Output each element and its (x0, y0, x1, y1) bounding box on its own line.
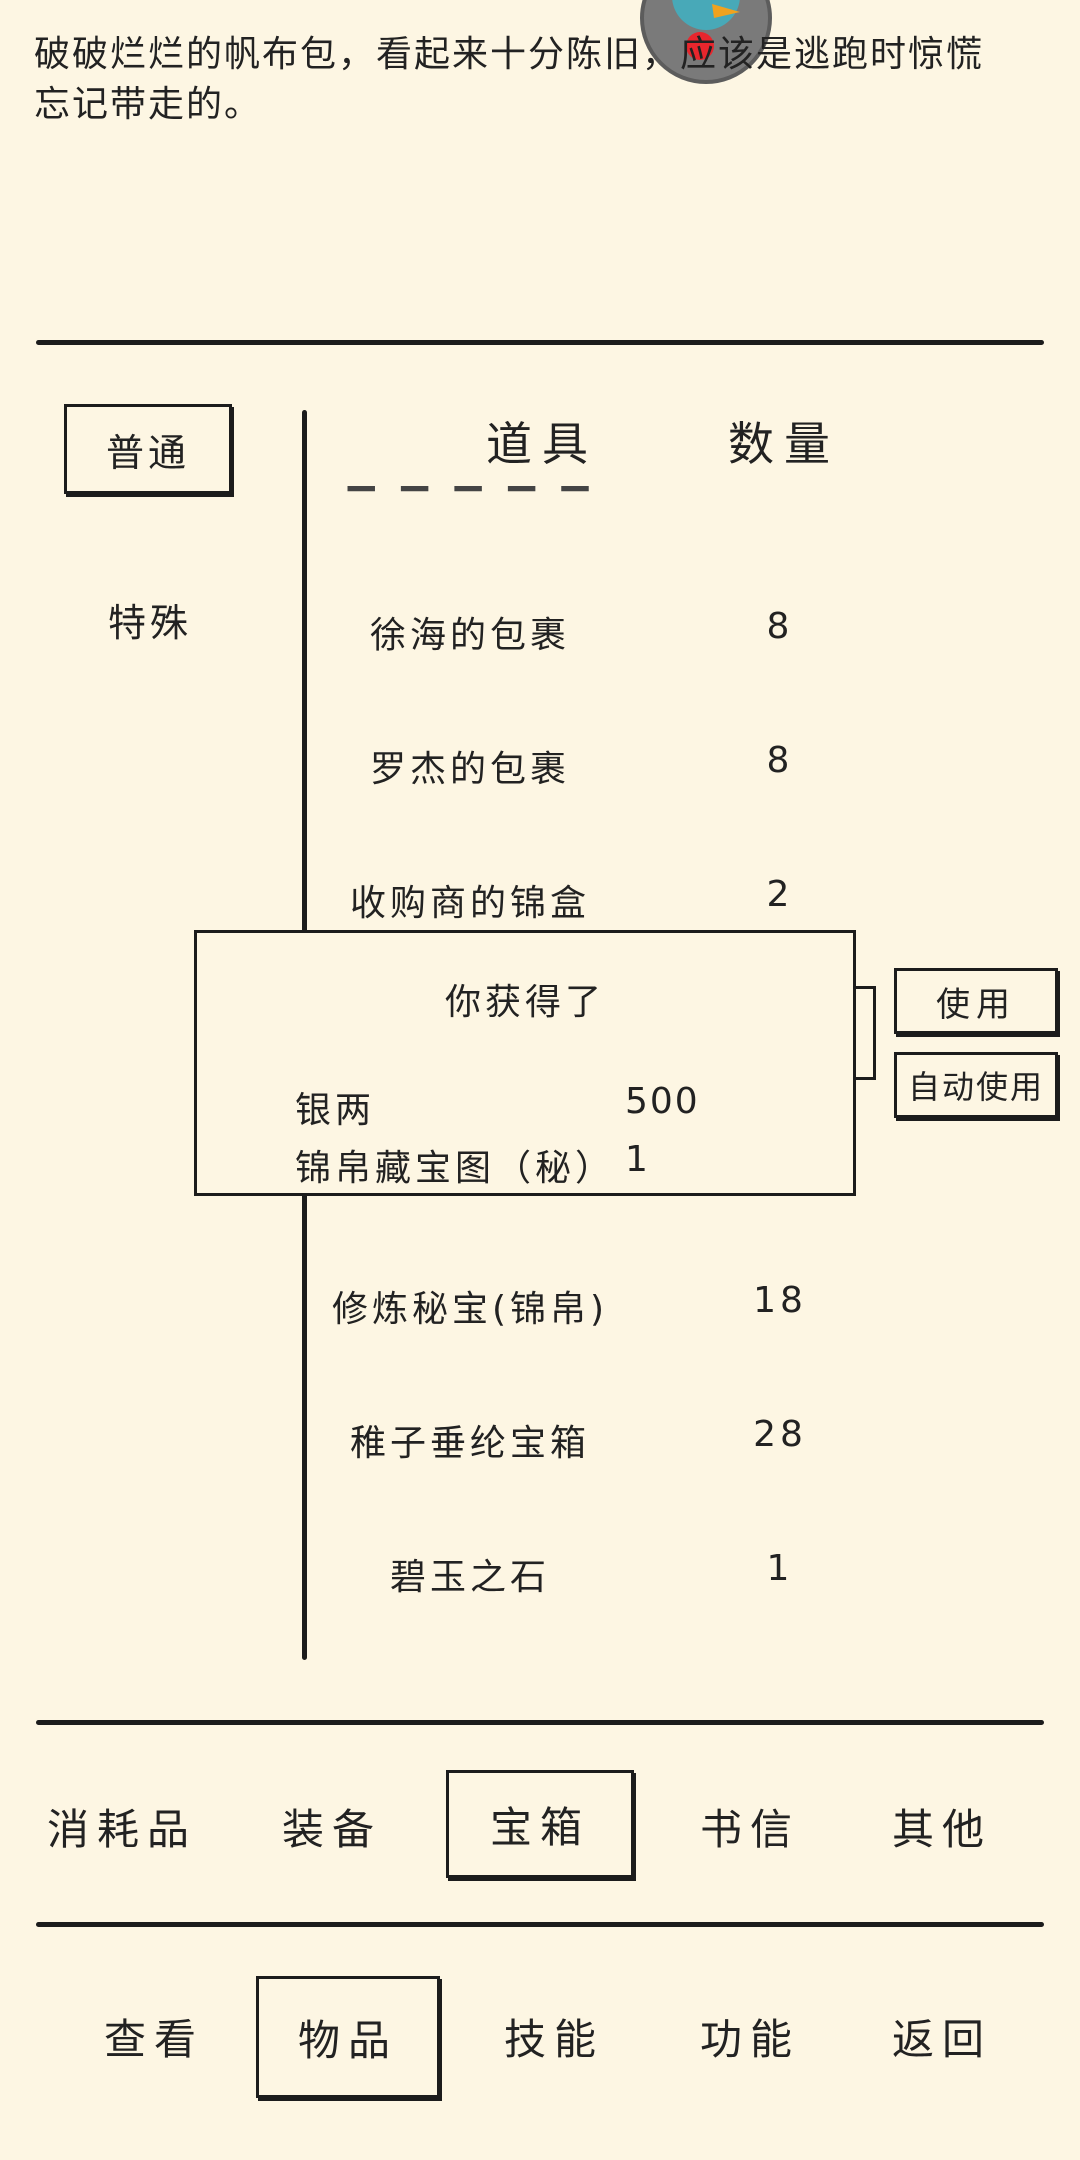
item-qty: 2 (766, 874, 794, 915)
nav-view[interactable]: 查看 (103, 2015, 204, 2064)
item-qty: 28 (753, 1414, 807, 1455)
clipped-table-row: ▬ ▬ ▬ ▬ ▬ (310, 486, 850, 508)
table-row[interactable]: 碧玉之石 1 (310, 1548, 850, 1608)
category-tab-chests-label: 宝箱 (489, 1802, 590, 1852)
item-qty: 8 (766, 606, 794, 647)
auto-use-button-label: 自动使用 (907, 1068, 1044, 1106)
item-name: 修炼秘宝(锦帛) (331, 1289, 609, 1330)
auto-use-button[interactable]: 自动使用 (894, 1052, 1058, 1118)
reward-item-qty: 1 (625, 1139, 650, 1180)
popup-bracket (856, 986, 876, 1080)
popup-title: 你获得了 (444, 982, 605, 1023)
item-name: 徐海的包裹 (369, 615, 570, 656)
sidebar-tab-normal[interactable]: 普通 (64, 404, 232, 494)
column-header-item: 道具 (486, 417, 598, 471)
sidebar-tab-normal-label: 普通 (105, 430, 190, 475)
column-header-qty: 数量 (728, 417, 840, 471)
bottom-nav-divider (36, 1922, 1044, 1927)
top-divider (36, 340, 1044, 345)
use-button-label: 使用 (936, 984, 1016, 1025)
category-divider (36, 1720, 1044, 1725)
item-description: 破破烂烂的帆布包，看起来十分陈旧，应该是逃跑时惊慌忘记带走的。 (34, 34, 985, 125)
reward-item-name: 银两 (295, 1090, 376, 1131)
item-qty: 1 (766, 1548, 794, 1589)
item-name: 收购商的锦盒 (349, 883, 590, 924)
nav-items[interactable]: 物品 (256, 1976, 440, 2098)
nav-functions[interactable]: 功能 (699, 2015, 800, 2064)
reward-popup[interactable]: 你获得了 银两 500 锦帛藏宝图（秘） 1 (194, 930, 856, 1196)
nav-items-label: 物品 (297, 2015, 398, 2065)
category-tab-others[interactable]: 其他 (891, 1805, 992, 1854)
table-row[interactable]: 修炼秘宝(锦帛) 18 (310, 1280, 850, 1340)
table-row[interactable]: 稚子垂纶宝箱 28 (310, 1414, 850, 1474)
nav-back[interactable]: 返回 (891, 2015, 992, 2064)
category-tab-consumables[interactable]: 消耗品 (46, 1805, 197, 1854)
category-tab-letters[interactable]: 书信 (699, 1805, 800, 1854)
reward-item-qty: 500 (625, 1081, 700, 1122)
category-tab-equipment[interactable]: 装备 (281, 1805, 382, 1854)
item-name: 碧玉之石 (389, 1557, 550, 1598)
use-button[interactable]: 使用 (894, 968, 1058, 1034)
item-qty: 18 (753, 1280, 807, 1321)
notification-dot (686, 32, 714, 60)
category-tab-chests[interactable]: 宝箱 (446, 1770, 634, 1878)
sidebar-tab-special[interactable]: 特殊 (108, 601, 193, 645)
table-row[interactable]: 罗杰的包裹 8 (310, 740, 850, 800)
item-name: 稚子垂纶宝箱 (349, 1423, 590, 1464)
nav-skills[interactable]: 技能 (503, 2015, 604, 2064)
table-row[interactable]: 徐海的包裹 8 (310, 606, 850, 666)
item-name: 罗杰的包裹 (369, 749, 570, 790)
reward-item-name: 锦帛藏宝图（秘） (295, 1148, 616, 1189)
item-qty: 8 (766, 740, 794, 781)
table-row[interactable]: 收购商的锦盒 2 (310, 874, 850, 934)
